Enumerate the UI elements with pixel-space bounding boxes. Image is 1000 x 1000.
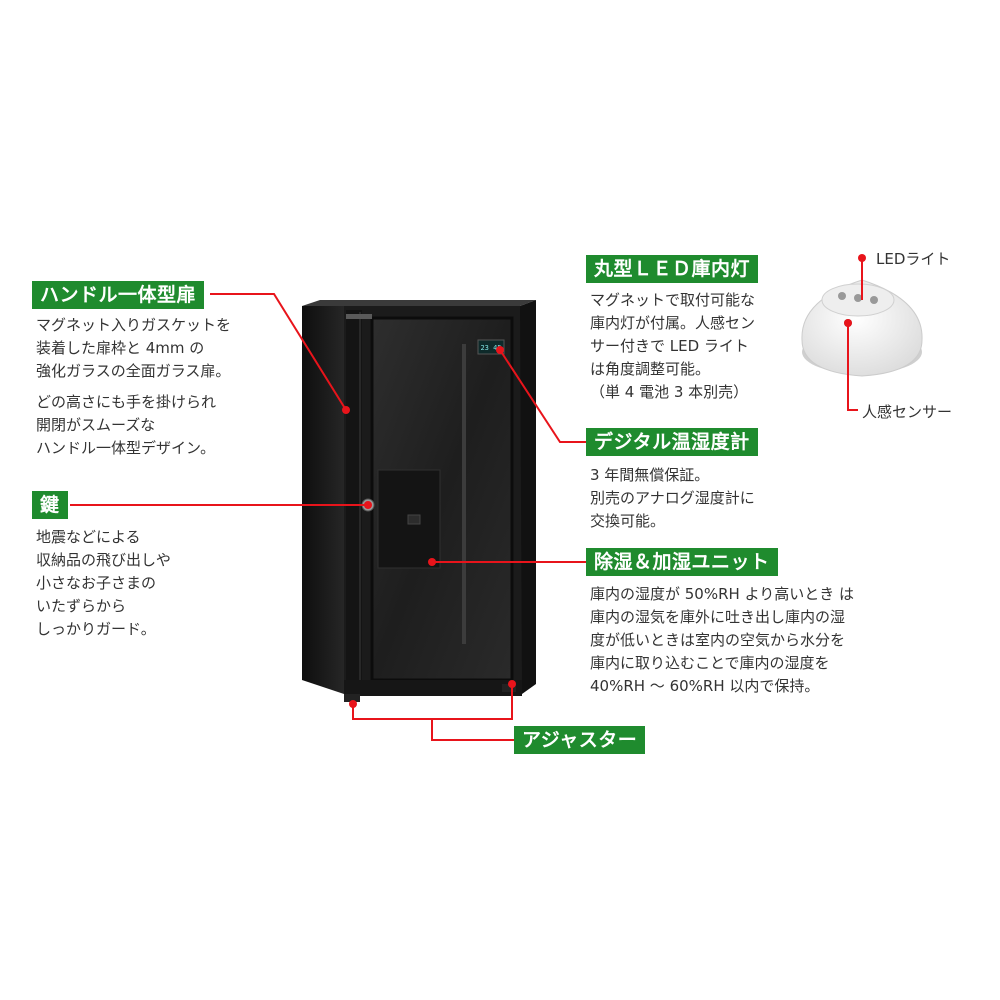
adjuster-foot-left	[344, 694, 360, 702]
brand-logo	[346, 314, 372, 319]
cabinet-top	[302, 300, 536, 306]
led-light-description: マグネットで取付可能な 庫内灯が付属。人感セン サー付きで LED ライト は角…	[590, 291, 756, 401]
lock-description: 地震などによる 収納品の飛び出しや 小さなお子さまの いたずらから しっかりガー…	[36, 528, 171, 638]
led-light-caption: LEDライト	[876, 250, 951, 268]
motion-sensor-caption: 人感センサー	[862, 403, 953, 421]
led-light-badge: 丸型ＬＥＤ庫内灯	[586, 255, 759, 283]
adjuster-foot-right	[502, 684, 516, 692]
humidity-unit-description: 庫内の湿度が 50%RH より高いとき は 庫内の湿気を庫外に吐き出し庫内の湿 …	[590, 585, 855, 695]
led-bulbs	[838, 292, 878, 304]
door-handle	[346, 310, 362, 692]
handle-door-badge: ハンドル一体型扉	[32, 281, 205, 309]
adjuster-badge: アジャスター	[514, 726, 646, 754]
hygrometer-description: 3 年間無償保証。 別売のアナログ湿度計に 交換可能。	[590, 466, 755, 530]
hygrometer-readout: 23 45	[480, 344, 501, 352]
humidity-unit-badge: 除湿＆加湿ユニット	[586, 548, 778, 576]
hygrometer-badge: デジタル温湿度計	[586, 428, 758, 456]
cabinet-base	[344, 680, 522, 696]
lock-badge: 鍵	[32, 491, 68, 519]
cabinet-side	[302, 306, 344, 694]
handle-door-description: マグネット入りガスケットを 装着した扉枠と 4mm の 強化ガラスの全面ガラス扉…	[36, 316, 232, 457]
